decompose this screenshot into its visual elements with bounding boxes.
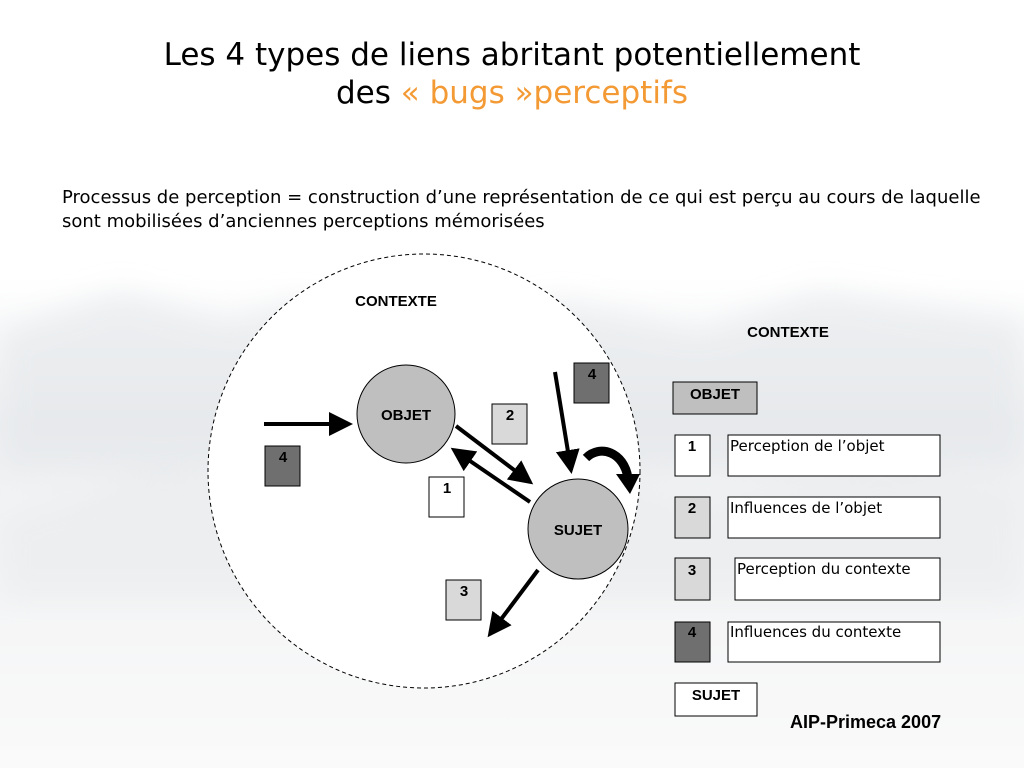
legend-objet-box (672, 381, 758, 415)
legend-text-4: Influences du contexte (730, 623, 901, 641)
legend-text-box-1 (727, 434, 941, 477)
link-box-4-left (264, 445, 301, 487)
legend-num-box-2 (674, 496, 711, 539)
link-number-3: 3 (460, 583, 468, 600)
legend-num-3: 3 (688, 562, 696, 579)
legend-text-3: Perception du contexte (737, 560, 911, 578)
legend-text-box-2 (727, 496, 941, 539)
legend-num-2: 2 (688, 500, 696, 517)
legend-sujet-box (674, 682, 758, 717)
link-number-1: 1 (443, 480, 451, 497)
perception-definition: Processus de perception = construction d… (62, 187, 981, 232)
legend-num-1: 1 (688, 438, 696, 455)
sujet-node-label: SUJET (554, 522, 602, 539)
footer-credit: AIP-Primeca 2007 (790, 712, 942, 732)
arrow-sujet-to-objet (450, 447, 532, 504)
objet-node-label: OBJET (381, 407, 431, 424)
title-line-2-prefix: des (336, 75, 401, 111)
legend-text-box-3 (734, 557, 941, 601)
title-line-2-accent: « bugs »perceptifs (400, 75, 688, 111)
link-box-2 (491, 403, 528, 445)
curved-arrow-head-icon (616, 474, 640, 494)
link-number-2: 2 (506, 407, 514, 424)
arrow-context-to-sujet (553, 371, 580, 474)
link-number-4-top: 4 (588, 366, 597, 383)
arrow-sujet-to-context (487, 568, 540, 638)
legend-num-box-1 (674, 434, 711, 477)
slide-title: Les 4 types de liens abritant potentiell… (0, 36, 1024, 112)
link-box-3 (445, 579, 482, 621)
curved-arrow-icon (582, 446, 633, 480)
context-label: CONTEXTE (355, 293, 437, 310)
legend-heading: CONTEXTE (747, 324, 829, 341)
legend-text-box-4 (727, 621, 941, 663)
link-box-4-top (573, 362, 610, 404)
objet-node (356, 364, 456, 464)
legend-num-box-4 (674, 621, 711, 663)
legend-num-4: 4 (688, 624, 697, 641)
legend-sujet-label: SUJET (692, 687, 740, 704)
legend-text-2: Influences de l’objet (730, 499, 882, 517)
legend-objet-label: OBJET (690, 386, 740, 403)
title-line-1: Les 4 types de liens abritant potentiell… (163, 37, 861, 73)
legend-num-box-3 (674, 557, 711, 601)
link-box-1 (428, 476, 465, 518)
sujet-node (527, 478, 629, 580)
link-number-4-left: 4 (279, 449, 288, 466)
legend-text-1: Perception de l’objet (730, 437, 885, 455)
arrow-objet-to-sujet (454, 424, 534, 485)
